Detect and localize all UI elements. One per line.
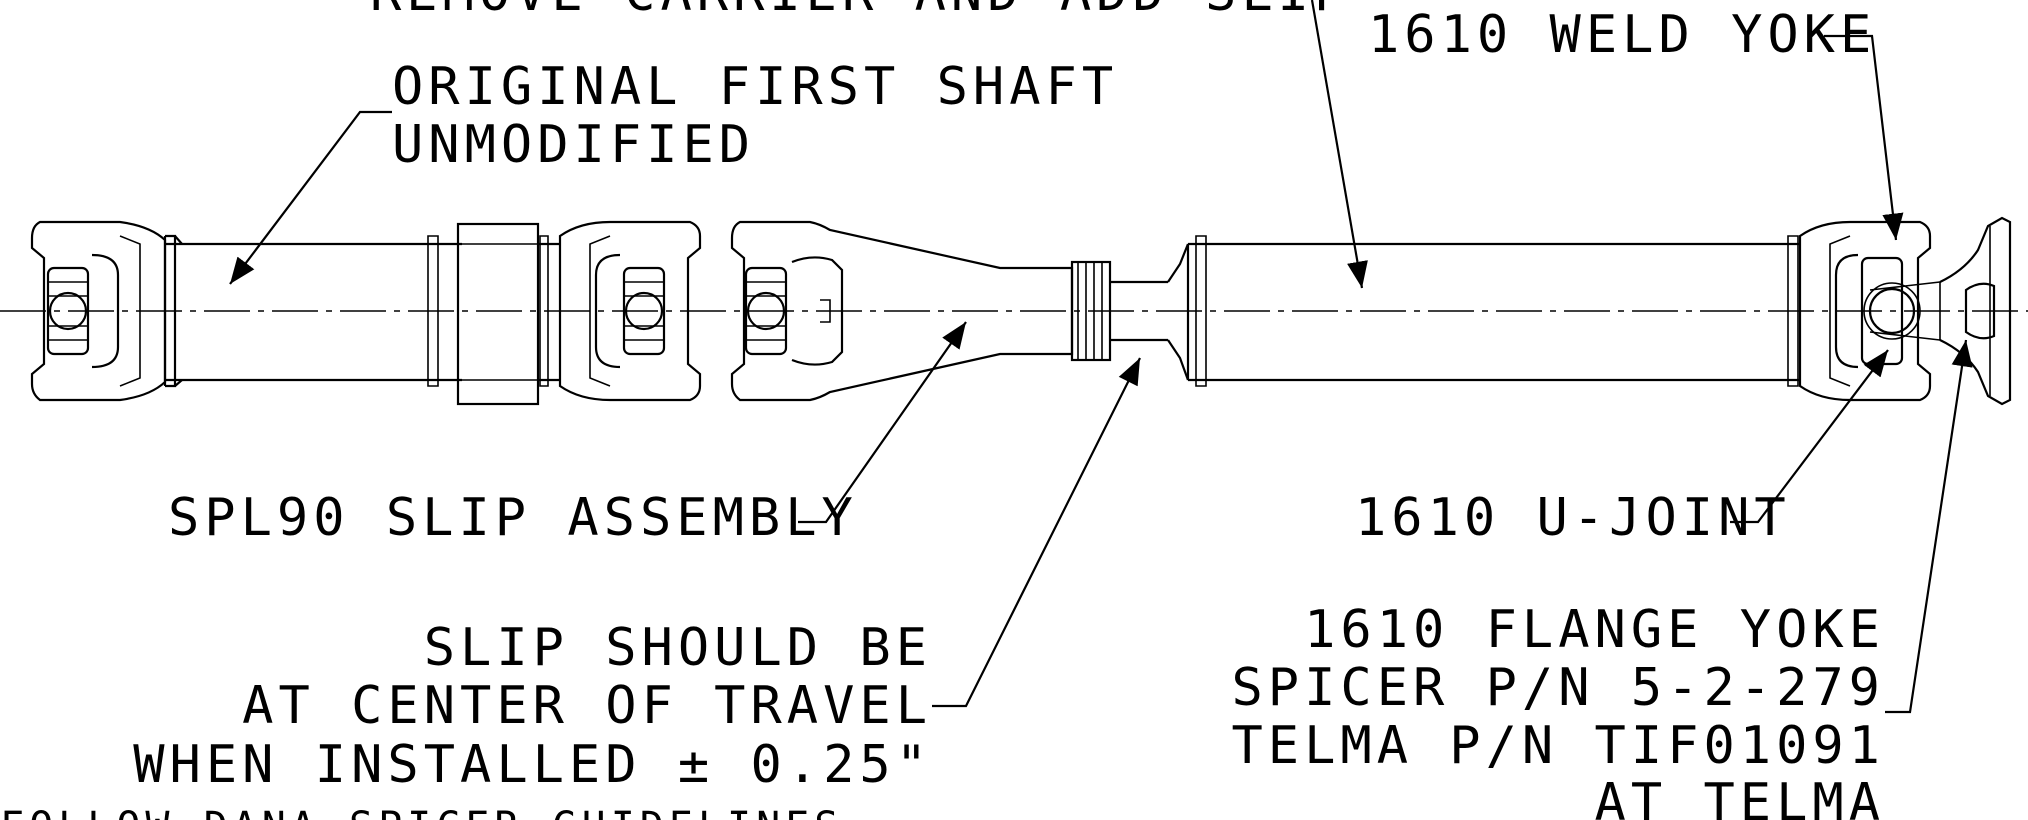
flange-yoke-label-4: AT TELMA (1595, 773, 1885, 820)
slip-center-label: SLIP SHOULD BE (424, 618, 932, 678)
leader-lines (229, 0, 1973, 714)
bottom-note-label: FOLLOW DANA SPICER GUIDELINES (0, 804, 843, 820)
u-joint-label: 1610 U-JOINT (1355, 488, 1791, 548)
slip-center-label-3: WHEN INSTALLED ± 0.25" (133, 735, 932, 795)
flange-yoke-label-3: TELMA P/N TIF01091 (1231, 716, 1885, 776)
new-shaft (1186, 216, 2012, 406)
slip-assembly-label: SPL90 SLIP ASSEMBLY (168, 488, 858, 548)
weld-yoke-label: 1610 WELD YOKE (1368, 5, 1876, 65)
slip-assembly (730, 220, 1190, 402)
original-shaft-label-2: UNMODIFIED (392, 115, 755, 175)
flange-yoke-label: 1610 FLANGE YOKE (1304, 600, 1885, 660)
original-first-shaft (30, 220, 702, 406)
slip-center-label-2: AT CENTER OF TRAVEL (242, 676, 932, 736)
original-shaft-label: ORIGINAL FIRST SHAFT (392, 57, 1118, 117)
flange-yoke-label-2: SPICER P/N 5-2-279 (1231, 658, 1885, 718)
top-note-label: REMOVE CARRIER AND ADD SLIP (370, 0, 1350, 23)
